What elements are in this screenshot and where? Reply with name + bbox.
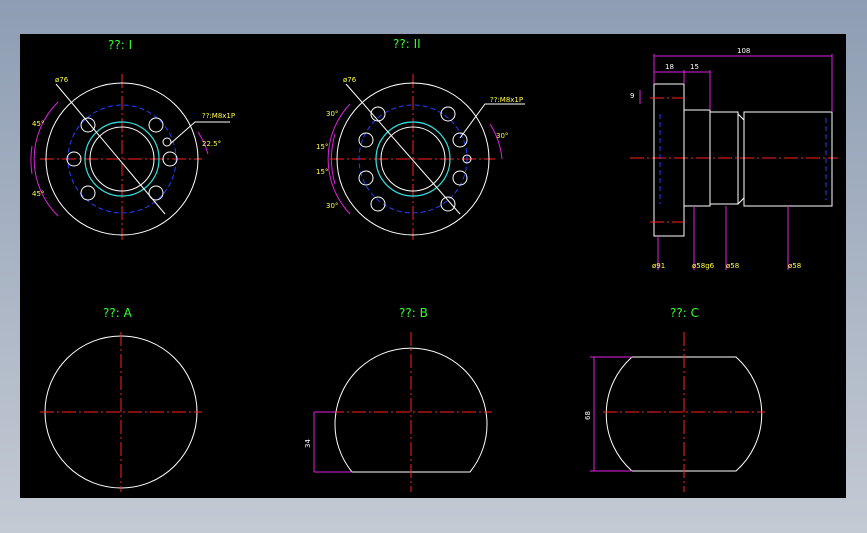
- shaft-groove: [737, 113, 745, 205]
- bore: [380, 126, 446, 192]
- dim-d4: ø58: [788, 262, 801, 270]
- view-2: ??: II ø76 ??:M8x1P 30° 15° 15° 30° 30°: [316, 37, 525, 240]
- dim-vertical: 9: [630, 92, 634, 100]
- view-c-title: ??: C: [670, 306, 699, 320]
- dim-d2: ø58g6: [692, 262, 715, 270]
- leader-thread: [459, 103, 525, 139]
- dim-dia: ø76: [343, 76, 357, 84]
- bolt-hole: [148, 117, 164, 133]
- dim-angle: 30°: [496, 132, 508, 140]
- angle-arc: [489, 123, 503, 160]
- flange-outer: [45, 82, 199, 236]
- bolt-circle: [67, 104, 177, 214]
- drawing-canvas[interactable]: ??: I ø76 ??:M8x1P 45° 45° 22.5° ??: II: [20, 34, 846, 498]
- bolt-circle: [358, 104, 468, 214]
- bolt-hole: [80, 185, 96, 201]
- view-b: ??: B 34: [304, 306, 492, 492]
- bore-thread: [84, 121, 160, 197]
- dim-angle: 45°: [32, 120, 44, 128]
- dim-angle: 45°: [32, 190, 44, 198]
- dim-total-length: 108: [737, 47, 750, 55]
- bore: [89, 126, 155, 192]
- dim-d3: ø58: [726, 262, 739, 270]
- dim-angle: 30°: [326, 202, 338, 210]
- dim-angle: 15°: [316, 143, 328, 151]
- shaft-section: [709, 111, 739, 205]
- view-1: ??: I ø76 ??:M8x1P 45° 45° 22.5°: [30, 38, 235, 240]
- bolt-hole: [162, 151, 178, 167]
- shaft-body: [743, 111, 833, 207]
- angle-arc: [331, 133, 336, 185]
- bolt-hole: [148, 185, 164, 201]
- view-b-title: ??: B: [399, 306, 428, 320]
- flange-outer: [336, 82, 490, 236]
- double-flat-profile: [605, 356, 763, 472]
- dim-flat-width: 68: [584, 411, 592, 420]
- bolt-holes: [66, 117, 178, 201]
- dim-length-b: 15: [690, 63, 699, 71]
- dim-dia: ø76: [55, 76, 69, 84]
- view-1-title: ??: I: [108, 38, 132, 52]
- bolt-hole: [66, 151, 82, 167]
- bolt-holes: [358, 106, 472, 212]
- bolt-hole: [80, 117, 96, 133]
- angle-arc: [30, 145, 33, 175]
- view-a: ??: A: [40, 306, 202, 492]
- dim-angle: 22.5°: [202, 140, 221, 148]
- flange-body: [653, 83, 685, 237]
- bolt-hole: [440, 106, 456, 122]
- bore-thread: [375, 121, 451, 197]
- view-2-title: ??: II: [393, 37, 421, 51]
- side-view: 108 18 15 9 ø91 ø58g6 ø58 ø58: [630, 47, 838, 270]
- bolt-hole: [370, 196, 386, 212]
- dim-d1: ø91: [652, 262, 665, 270]
- bolt-hole: [358, 132, 374, 148]
- grease-hole: [462, 154, 472, 164]
- leader-dia: [345, 83, 461, 215]
- bolt-hole: [358, 170, 374, 186]
- angle-arc: [327, 103, 351, 215]
- bolt-hole: [452, 170, 468, 186]
- dim-thread: ??:M8x1P: [202, 112, 235, 120]
- view-c: ??: C 68: [584, 306, 765, 492]
- cad-drawing: ??: I ø76 ??:M8x1P 45° 45° 22.5° ??: II: [30, 37, 838, 492]
- angle-arc: [33, 101, 59, 217]
- dim-length-a: 18: [665, 63, 674, 71]
- bolt-hole: [452, 132, 468, 148]
- bolt-hole: [440, 196, 456, 212]
- view-a-title: ??: A: [103, 306, 133, 320]
- bolt-hole: [370, 106, 386, 122]
- dim-angle: 15°: [316, 168, 328, 176]
- flat-profile: [334, 347, 488, 473]
- dim-angle: 30°: [326, 110, 338, 118]
- angle-arc: [197, 131, 209, 155]
- dim-thread: ??:M8x1P: [490, 96, 523, 104]
- leader-dia: [55, 83, 166, 215]
- grease-hole: [162, 137, 172, 147]
- dim-flat-height: 34: [304, 439, 312, 448]
- leader-thread: [169, 121, 230, 145]
